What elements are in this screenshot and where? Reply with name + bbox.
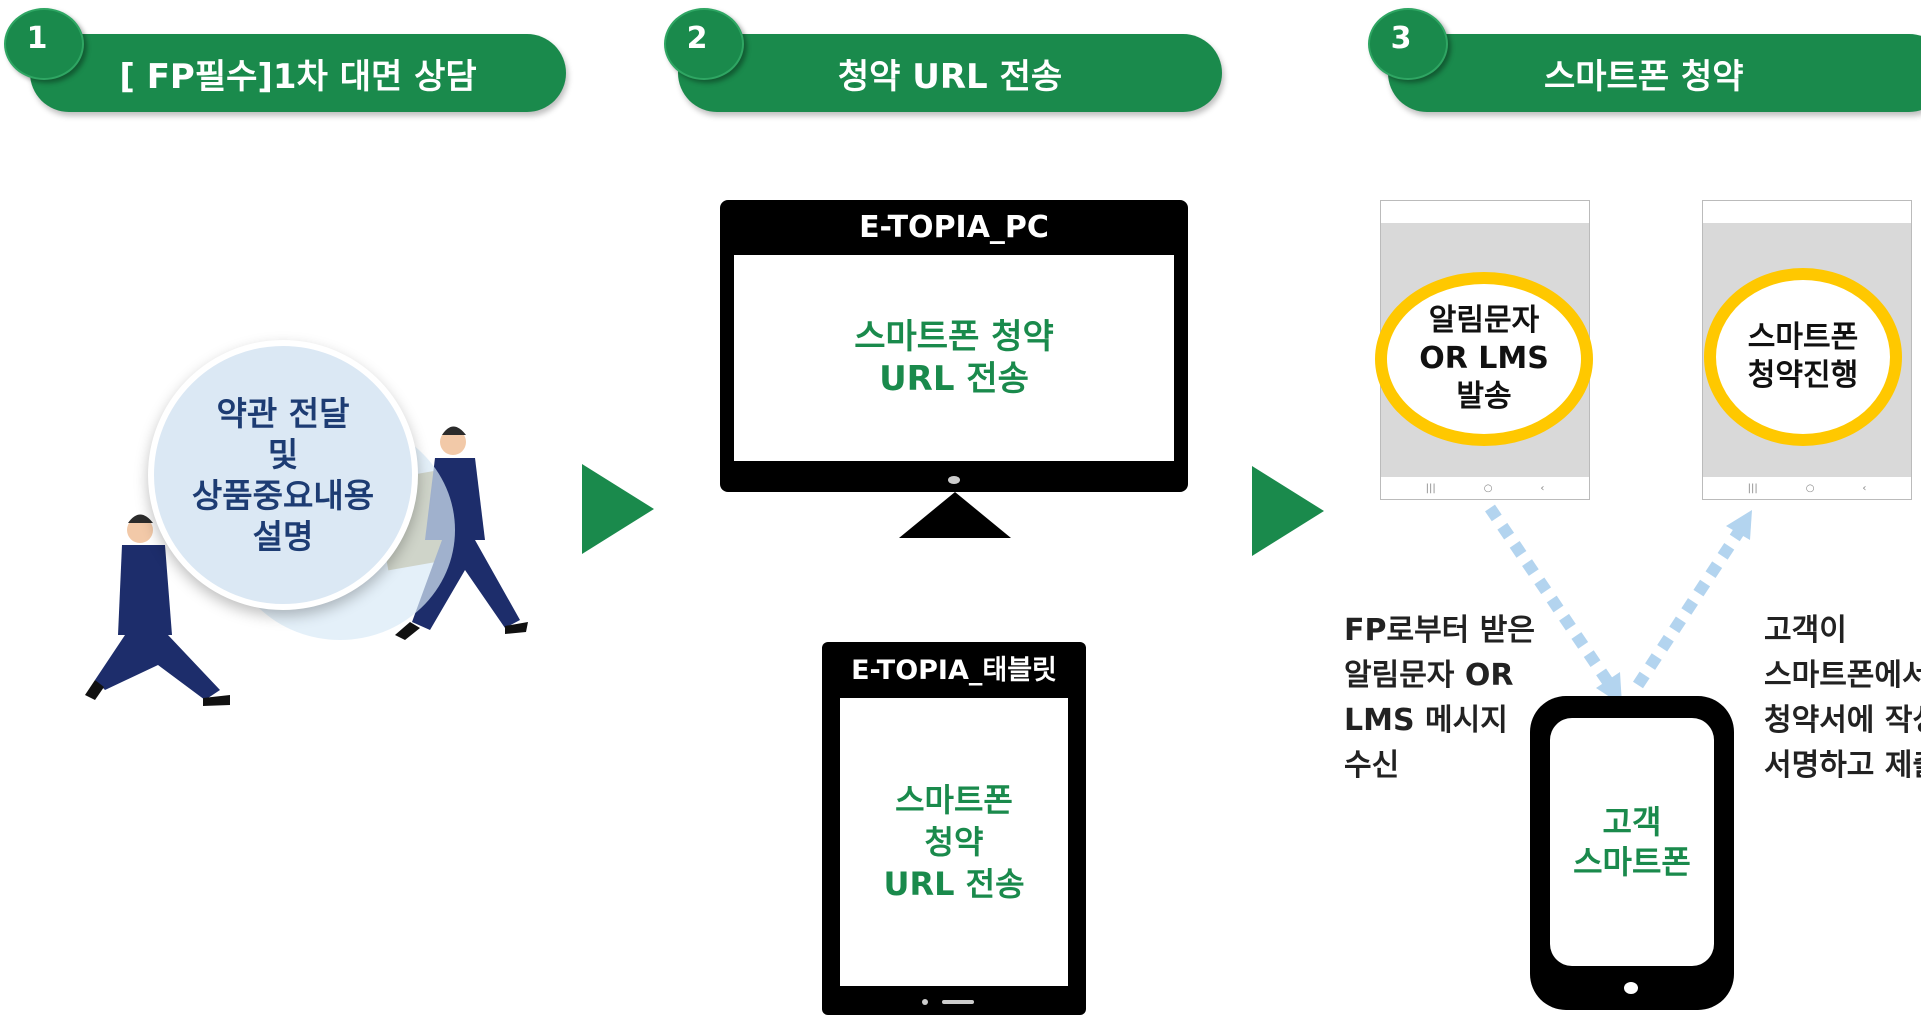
left-caption-line-4: 수신 (1344, 748, 1400, 783)
tablet-camera-dot (922, 999, 928, 1005)
left-caption-line-1: FP로부터 받은 (1344, 613, 1535, 648)
phone1-ring: 알림문자 OR LMS 발송 (1375, 272, 1593, 446)
step3-number: 3 (1390, 20, 1412, 56)
pc-screen-line-1: 스마트폰 청약 (854, 317, 1054, 357)
customer-phone-home-button (1624, 982, 1638, 994)
tablet-title: E-TOPIA_태블릿 (851, 655, 1057, 686)
step1-number-badge: 1 (4, 8, 84, 80)
circle-line-2: 및 (267, 435, 299, 474)
triangle-right-icon (1252, 466, 1324, 556)
nav-bar: |||○‹ (1381, 477, 1589, 499)
left-caption-line-2: 알림문자 OR (1344, 658, 1514, 693)
phone2-line-1: 스마트폰 (1747, 320, 1859, 355)
pc-screen-line-2: URL 전송 (879, 359, 1029, 399)
right-caption-line-4: 서명하고 제출 (1764, 748, 1921, 783)
customer-phone: 고객 스마트폰 (1530, 696, 1734, 1010)
pc-power-dot (948, 476, 960, 484)
right-caption: 고객이 스마트폰에서 청약서에 작성 서명하고 제출 (1764, 608, 1921, 788)
phone1-line-1: 알림문자 (1428, 303, 1540, 338)
right-caption-line-3: 청약서에 작성 (1764, 703, 1921, 738)
tablet-line-2: 청약 (924, 823, 984, 861)
pc-monitor: E-TOPIA_PC 스마트폰 청약 URL 전송 (720, 200, 1188, 492)
pc-stand (899, 492, 1011, 538)
step1-header: [ FP필수]1차 대면 상담 (30, 34, 566, 112)
left-caption-line-3: LMS 메시지 (1344, 703, 1508, 738)
right-caption-line-2: 스마트폰에서 (1764, 658, 1921, 693)
pc-screen: 스마트폰 청약 URL 전송 (734, 255, 1174, 461)
right-caption-line-1: 고객이 (1764, 613, 1847, 648)
phone1-line-2: OR LMS (1419, 341, 1549, 376)
pc-title: E-TOPIA_PC (859, 210, 1049, 245)
tablet-device: E-TOPIA_태블릿 스마트폰 청약 URL 전송 (822, 642, 1086, 1015)
phone1-line-3: 발송 (1456, 379, 1512, 414)
tablet-line-1: 스마트폰 (895, 781, 1013, 819)
step2-header: 청약 URL 전송 (678, 34, 1222, 112)
step2-number: 2 (686, 20, 708, 56)
step2-number-badge: 2 (664, 8, 744, 80)
customer-phone-line-1: 고객 (1602, 803, 1662, 841)
tablet-home-bar (942, 1000, 974, 1004)
status-bar (1703, 201, 1911, 223)
step1-circle: 약관 전달 및 상품중요내용 설명 (148, 340, 418, 610)
left-caption: FP로부터 받은 알림문자 OR LMS 메시지 수신 (1344, 608, 1535, 788)
tablet-screen: 스마트폰 청약 URL 전송 (840, 698, 1068, 986)
step2-title: 청약 URL 전송 (837, 56, 1063, 97)
step1-number: 1 (26, 20, 48, 56)
circle-line-1: 약관 전달 (216, 394, 350, 433)
status-bar (1381, 201, 1589, 223)
triangle-right-icon (582, 464, 654, 554)
customer-phone-screen: 고객 스마트폰 (1550, 718, 1714, 966)
step3-title: 스마트폰 청약 (1544, 56, 1744, 97)
customer-phone-line-2: 스마트폰 (1573, 843, 1691, 881)
phone2-line-2: 청약진행 (1747, 358, 1859, 393)
step1-title: [ FP필수]1차 대면 상담 (119, 56, 477, 97)
step3-header: 스마트폰 청약 (1388, 34, 1921, 112)
tablet-line-3: URL 전송 (883, 865, 1025, 903)
circle-line-4: 설명 (252, 517, 314, 556)
circle-line-3: 상품중요내용 (191, 476, 375, 515)
nav-bar: |||○‹ (1703, 477, 1911, 499)
phone2-ring: 스마트폰 청약진행 (1704, 268, 1902, 446)
step3-number-badge: 3 (1368, 8, 1448, 80)
